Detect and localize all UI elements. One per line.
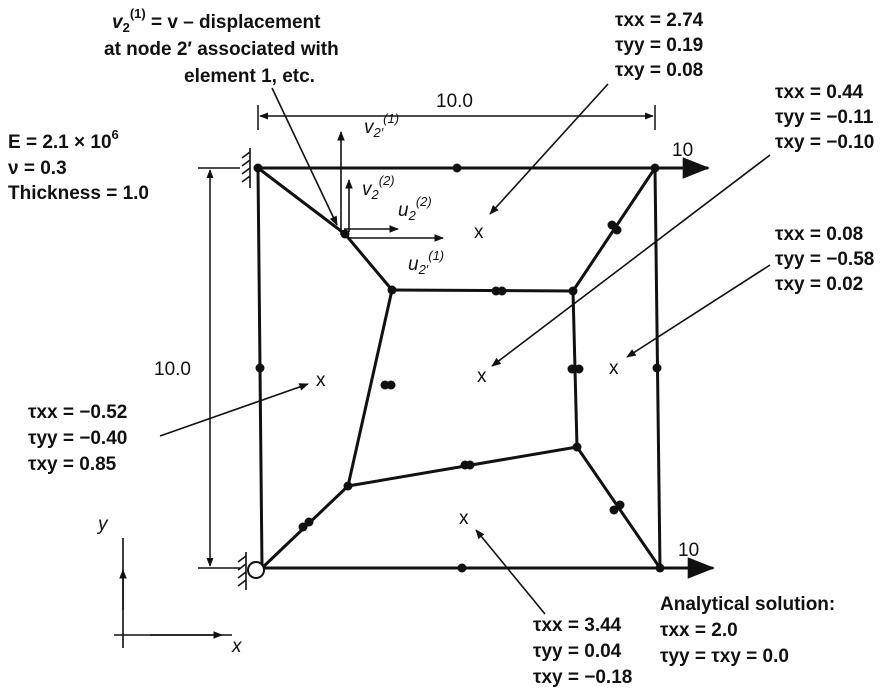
mesh-nodes <box>253 163 665 573</box>
x-axis-label: x <box>231 636 243 657</box>
material-properties: E = 2.1 × 106 ν = 0.3 Thickness = 1.0 <box>8 127 149 204</box>
dimension-height: 10.0 <box>154 167 240 569</box>
centroid-marker-center: x <box>477 366 487 387</box>
load-arrow-bottom: 10 <box>643 540 715 579</box>
stress-txy: τxy = 0.85 <box>28 454 117 475</box>
dof-arrows <box>337 131 444 242</box>
stress-tyy: τyy = 0.04 <box>533 641 622 662</box>
centroid-marker-bottom: x <box>459 508 469 529</box>
v21-label: v2′(1) <box>364 111 399 140</box>
material-thickness: Thickness = 1.0 <box>8 183 149 204</box>
stress-tyy: τyy = −0.58 <box>775 249 874 270</box>
note-line-1: v2(1) = v – displacement <box>112 6 321 35</box>
material-E: E = 2.1 × 106 <box>8 127 119 153</box>
stress-txy: τxy = −0.10 <box>775 132 874 153</box>
stress-box-left: τxx = −0.52 τyy = −0.40 τxy = 0.85 <box>28 383 309 475</box>
note-displacement: v2(1) = v – displacement at node 2′ asso… <box>104 6 339 226</box>
load-top-label: 10 <box>672 140 693 161</box>
dimension-width: 10.0 <box>257 91 656 130</box>
stress-tyy: τyy = 0.19 <box>615 35 703 56</box>
centroid-marker-left: x <box>316 370 326 391</box>
stress-box-top-center: τxx = 2.74 τyy = 0.19 τxy = 0.08 <box>489 10 704 215</box>
stress-tyy: τyy = −0.11 <box>775 107 874 128</box>
stress-txx: τxx = −0.52 <box>28 402 127 423</box>
material-nu: ν = 0.3 <box>8 158 67 179</box>
load-arrow-top: 10 <box>638 140 710 179</box>
stress-txx: τxx = 0.08 <box>775 224 863 245</box>
stress-txx: τxx = 2.74 <box>615 10 704 31</box>
centroid-marker-right: x <box>609 358 619 379</box>
coordinate-axes: y x <box>96 514 243 657</box>
pin-support-top <box>241 148 251 188</box>
analytical-solution: Analytical solution: τxx = 2.0 τyy = τxy… <box>660 594 835 667</box>
analytical-tyy-txy: τyy = τxy = 0.0 <box>660 646 789 667</box>
analytical-title: Analytical solution: <box>660 594 835 615</box>
note-line-3: element 1, etc. <box>184 66 315 87</box>
roller-support-bottom <box>237 552 265 590</box>
analytical-txx: τxx = 2.0 <box>660 620 738 641</box>
stress-txy: τxy = 0.08 <box>615 60 703 81</box>
note-line-2: at node 2′ associated with <box>104 39 339 60</box>
y-axis-label: y <box>96 514 109 535</box>
stress-txy: τxy = −0.18 <box>533 667 632 688</box>
stress-box-bottom: τxx = 3.44 τyy = 0.04 τxy = −0.18 <box>475 529 632 688</box>
centroid-marker-top: x <box>474 222 484 243</box>
width-label: 10.0 <box>436 91 473 112</box>
stress-box-top-right: τxx = 0.44 τyy = −0.11 τxy = −0.10 <box>491 82 874 367</box>
u22-label: u2(2) <box>398 194 432 223</box>
centroid-markers: x x x x x <box>316 222 619 529</box>
stress-tyy: τyy = −0.40 <box>28 428 127 449</box>
height-label: 10.0 <box>154 359 191 380</box>
u21-label: u2′(1) <box>408 248 444 277</box>
stress-txx: τxx = 0.44 <box>775 82 864 103</box>
load-bottom-label: 10 <box>678 540 699 561</box>
stress-txx: τxx = 3.44 <box>533 615 622 636</box>
v22-label: v2(2) <box>362 173 395 202</box>
stress-box-mid-right: τxx = 0.08 τyy = −0.58 τxy = 0.02 <box>626 224 874 358</box>
stress-txy: τxy = 0.02 <box>775 274 863 295</box>
